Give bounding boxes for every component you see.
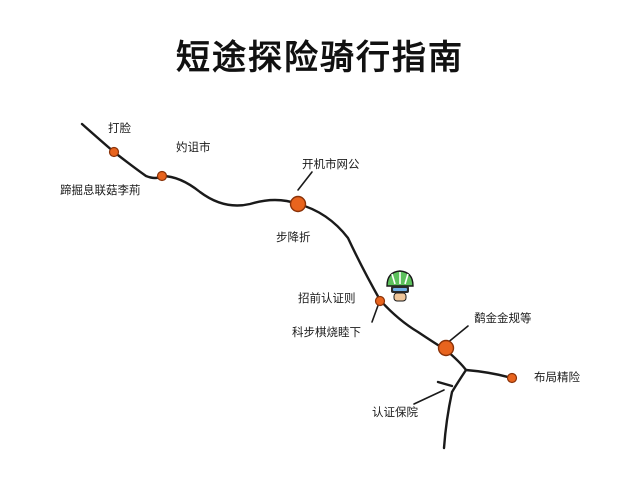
stop-marker-da-lian[interactable] [108,146,120,158]
leader-line-ren-zheng [413,389,445,405]
label-bu-jiang-zhe: 步降折 [276,230,311,244]
branch-south-line [442,368,468,450]
branch-east-line [464,368,514,380]
stop-marker-duan-yu[interactable] [156,170,168,182]
branch-offshoot-line [436,380,454,388]
main-route-line [80,122,468,372]
cyclist-helmet-icon [386,270,414,302]
label-ke-jin: 鹬金金规等 [474,311,532,325]
label-zhao-qian: 招前认证则 [298,291,356,305]
label-duan-yu-shi: 妁诅市 [176,140,211,154]
stop-marker-ke-jin[interactable] [437,339,455,357]
page-title: 短途探险骑行指南 [176,38,464,78]
label-peng-ni-lian: 蹄掘息联菇李荊 [60,183,141,197]
label-ke-bu: 科步棋烧睦下 [292,325,361,339]
label-bu-fan: 布局精险 [534,370,580,384]
stop-marker-bu-fan[interactable] [506,372,518,384]
label-ren-zheng: 认证保院 [372,405,418,419]
stop-marker-zhao-qian[interactable] [374,295,386,307]
stop-marker-kai-ji[interactable] [289,195,307,213]
leader-line-kai-ji [297,171,313,191]
label-kai-ji-shi: 开机市网公 [302,157,360,171]
label-da-lian: 打脸 [108,121,131,135]
